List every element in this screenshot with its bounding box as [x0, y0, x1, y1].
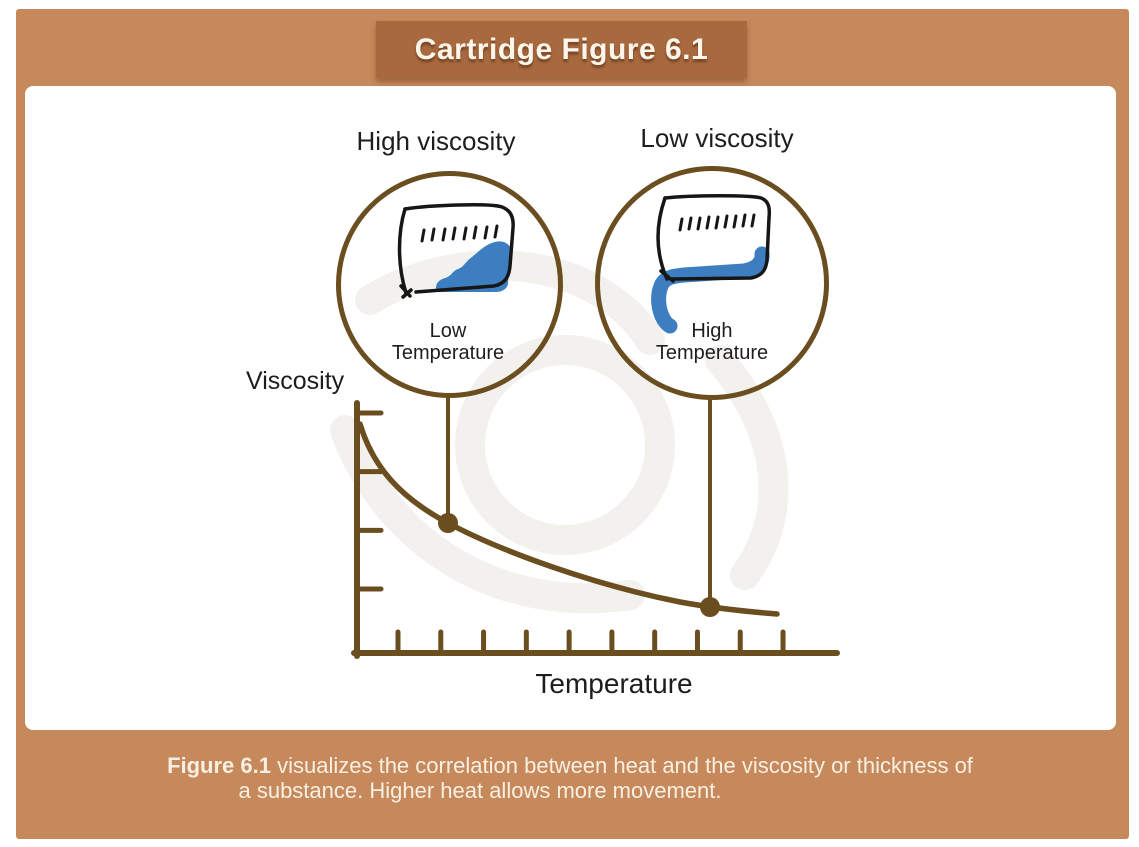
figure-banner: Cartridge Figure 6.1 — [376, 21, 747, 78]
low-viscosity-title: Low viscosity — [640, 123, 794, 153]
data-point-low-temperature — [438, 513, 458, 533]
connector-line-left — [446, 394, 450, 525]
beaker-graduation-ticks — [678, 213, 756, 232]
x-axis-label: Temperature — [535, 668, 693, 699]
connector-line-right — [708, 396, 712, 607]
viscosity-curve — [357, 421, 780, 617]
figure-card — [25, 86, 1116, 730]
thick-liquid-blob — [435, 241, 510, 292]
viscosity-temperature-graph — [351, 400, 840, 659]
beaker-outline — [397, 203, 515, 299]
y-axis-label: Viscosity — [246, 367, 345, 395]
beaker-outline — [656, 194, 772, 283]
high-temperature-label: High Temperature — [655, 320, 769, 364]
figure-caption-line2: a substance. Higher heat allows more mov… — [238, 778, 722, 803]
low-viscosity-circle — [595, 166, 829, 400]
beaker-graduation-ticks — [420, 224, 499, 243]
beaker-thick-liquid-icon — [397, 203, 515, 299]
x-axis-ticks — [395, 629, 786, 656]
high-viscosity-circle — [336, 171, 563, 398]
data-point-high-temperature — [700, 597, 720, 617]
low-temperature-label: Low Temperature — [391, 320, 505, 364]
high-viscosity-title: High viscosity — [356, 126, 516, 156]
pour-stream — [651, 246, 770, 334]
banner-title: Cartridge Figure 6.1 — [414, 32, 709, 66]
beaker-pouring-icon — [651, 194, 772, 334]
figure-caption-bold: Figure 6.1 — [167, 753, 271, 778]
figure-caption-line1: Figure 6.1 visualizes the correlation be… — [90, 753, 1050, 778]
y-axis-ticks — [354, 410, 384, 592]
figure-caption-rest: visualizes the correlation between heat … — [270, 753, 973, 778]
